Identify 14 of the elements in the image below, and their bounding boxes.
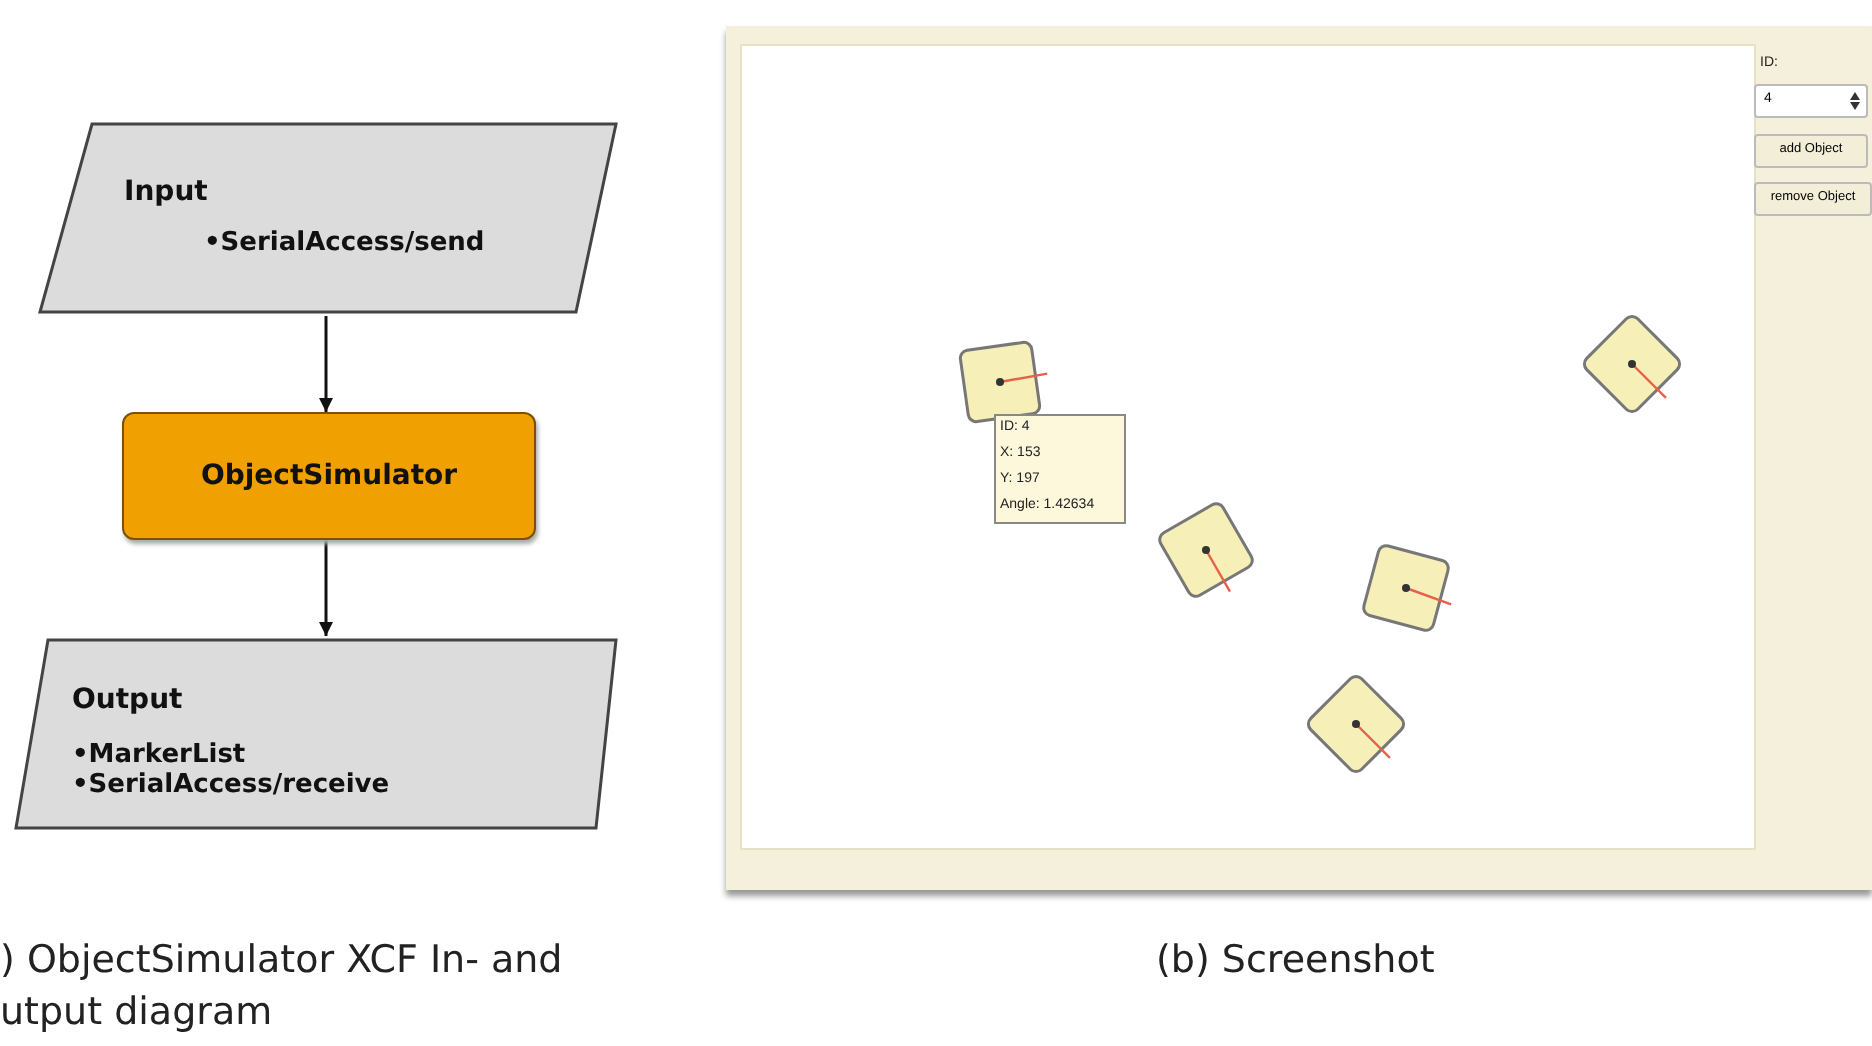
arrow [319,540,333,636]
output-parallelogram [12,636,620,832]
process-label: ObjectSimulator [200,460,458,492]
list-item: •SerialAccess/receive [72,770,390,800]
arrow [319,316,333,412]
input-parallelogram [36,120,620,316]
process-box [122,412,536,540]
io-heading: Output [72,684,183,716]
list-item: •MarkerList [72,740,246,770]
io-heading: Input [124,176,208,208]
list-item: •SerialAccess/send [204,228,485,258]
figure-caption: (b) Screenshot [1156,938,1435,982]
figure-caption: utput diagram [0,990,273,1034]
figure-caption: ) ObjectSimulator XCF In- and [0,938,563,982]
